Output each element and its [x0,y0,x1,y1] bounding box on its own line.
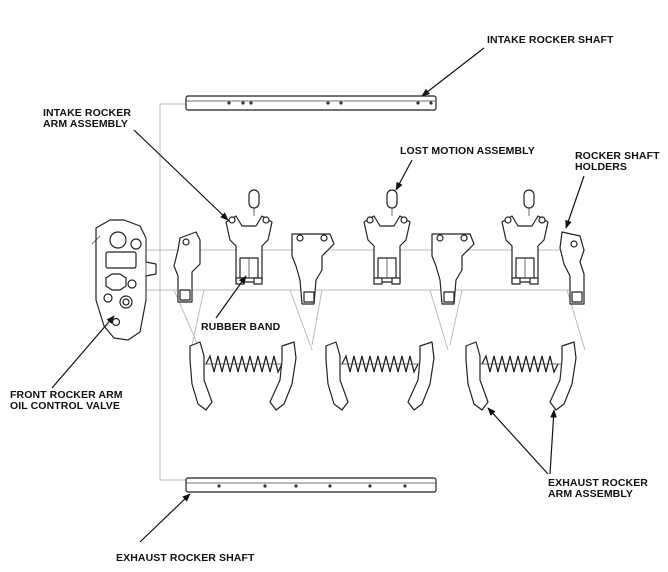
label-exhaust-rocker-arm-assembly: EXHAUST ROCKER ARM ASSEMBLY [548,478,648,500]
exhaust-rocker-arm-assemblies [189,341,577,411]
label-line-1: FRONT ROCKER ARM [10,389,123,401]
label-line-1: EXHAUST ROCKER [548,477,648,489]
label-line-1: INTAKE ROCKER [43,107,132,119]
intake-rocker-arm-assemblies [225,215,549,285]
label-line-2: ARM ASSEMBLY [43,118,129,130]
alignment-guides [146,103,586,481]
leader-lines [51,47,585,543]
oil-control-valve [91,219,157,341]
label-line-2: ARM ASSEMBLY [548,488,634,500]
lost-motion-assemblies [248,189,535,216]
label-rocker-shaft-holders: ROCKER SHAFT HOLDERS [575,151,660,173]
label-line-2: OIL CONTROL VALVE [10,400,121,412]
label-line-2: HOLDERS [575,161,628,173]
label-exhaust-rocker-shaft: EXHAUST ROCKER SHAFT [116,552,255,564]
label-intake-rocker-arm-assembly: INTAKE ROCKER ARM ASSEMBLY [43,108,131,130]
label-lost-motion-assembly: LOST MOTION ASSEMBLY [400,145,535,157]
intake-rocker-shaft [185,95,437,111]
label-rubber-band: RUBBER BAND [201,321,281,333]
exhaust-rocker-shaft [185,477,437,493]
label-front-rocker-arm-oil-control-valve: FRONT ROCKER ARM OIL CONTROL VALVE [10,390,123,412]
rocker-shaft-holders [173,231,585,305]
label-line-1: ROCKER SHAFT [575,150,660,162]
label-intake-rocker-shaft: INTAKE ROCKER SHAFT [487,34,614,46]
